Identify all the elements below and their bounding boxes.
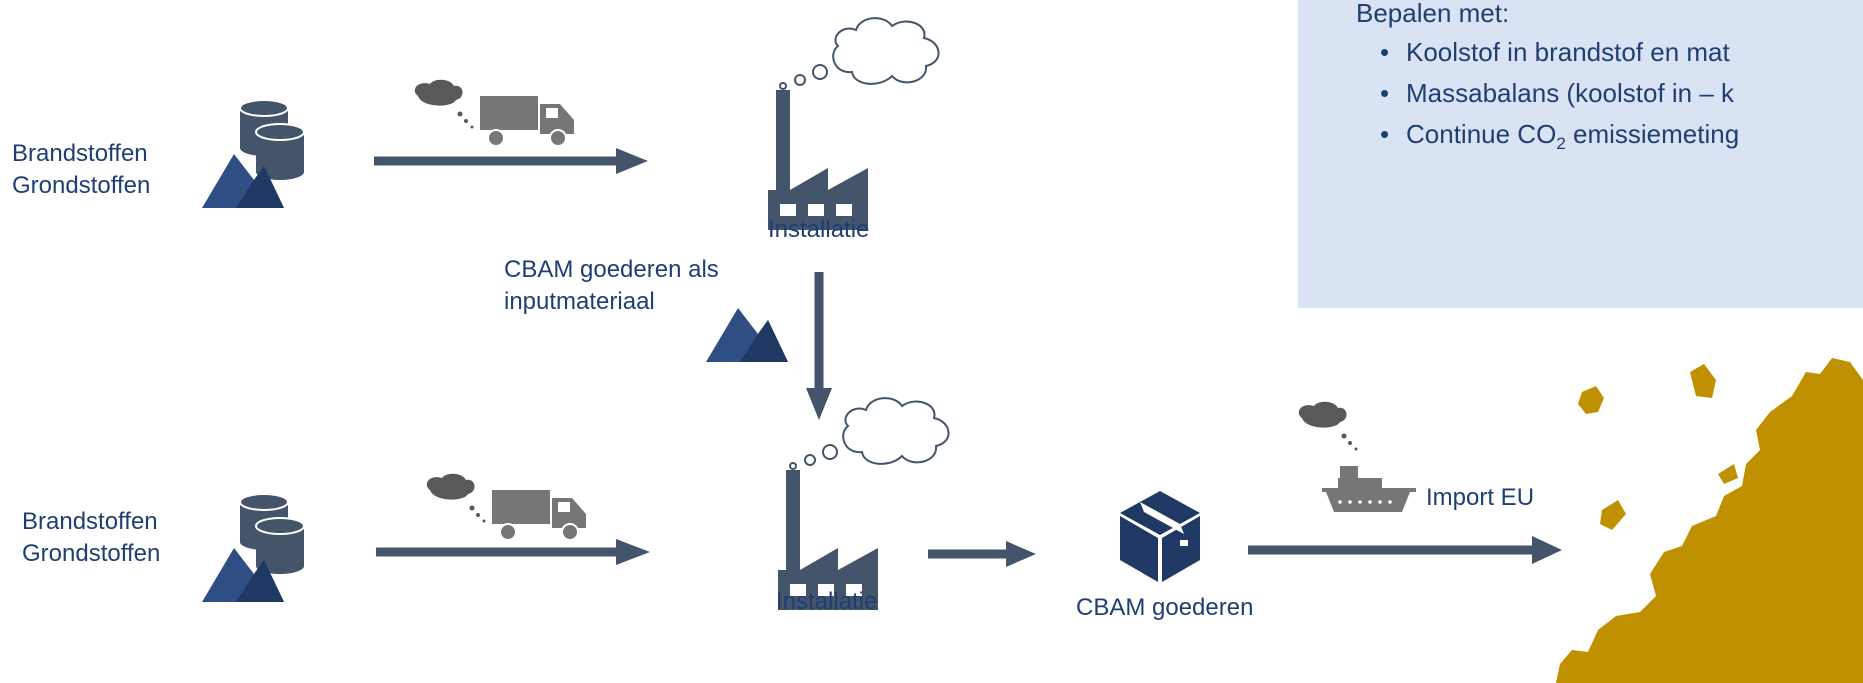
arrow-installation-to-goods <box>928 541 1036 567</box>
eu-map-icon <box>1556 358 1863 683</box>
cbam-goods-label: CBAM goederen <box>1076 594 1254 621</box>
info-bullet-3-text: Continue CO <box>1406 119 1557 149</box>
smoke-icon-truck-top <box>414 79 474 129</box>
truck-icon-top <box>479 95 575 147</box>
arrow-installation-to-installation <box>806 272 832 420</box>
intermediate-goods-label-line1: CBAM goederen als <box>504 256 719 283</box>
info-box: Bepalen met: Koolstof in brandstof en ma… <box>1298 0 1863 308</box>
installation-label-bottom: Installatie <box>776 588 878 615</box>
ship-icon <box>1322 466 1416 512</box>
intermediate-goods-label-line2: inputmateriaal <box>504 288 655 315</box>
factory-icon-bottom <box>777 397 950 611</box>
import-eu-label: Import EU <box>1426 484 1535 511</box>
info-bullet-2: Massabalans (koolstof in – k <box>1380 73 1739 114</box>
info-bullet-3-rest: emissiemeting <box>1565 119 1740 149</box>
intermediate-goods-label: CBAM goederen als inputmateriaal <box>504 254 719 318</box>
inputs-label-top: Brandstoffen Grondstoffen <box>12 138 150 202</box>
inputs-label-bottom: Brandstoffen Grondstoffen <box>22 506 160 570</box>
info-heading: Bepalen met: <box>1356 0 1510 28</box>
inputs-label-bottom-line1: Brandstoffen <box>22 508 158 535</box>
smoke-icon-truck-bottom <box>426 473 486 523</box>
arrow-inputs-to-installation-top <box>374 148 648 174</box>
truck-icon-bottom <box>491 489 587 541</box>
inputs-label-top-line2: Grondstoffen <box>12 172 151 199</box>
smoke-icon-ship <box>1298 401 1358 451</box>
drums-icon-bottom <box>240 494 304 574</box>
arrow-inputs-to-installation-bottom <box>376 539 650 565</box>
box-icon <box>1120 491 1200 582</box>
installation-label-top: Installatie <box>768 216 870 243</box>
inputs-label-top-line1: Brandstoffen <box>12 140 148 167</box>
info-list: Koolstof in brandstof en mat Massabalans… <box>1380 32 1739 164</box>
drums-icon-top <box>240 100 304 180</box>
arrow-goods-to-eu <box>1248 536 1562 564</box>
factory-icon-top <box>767 17 940 231</box>
info-bullet-1: Koolstof in brandstof en mat <box>1380 32 1739 73</box>
info-bullet-3-subscript: 2 <box>1556 134 1566 154</box>
inputs-label-bottom-line2: Grondstoffen <box>22 540 161 567</box>
info-bullet-3: Continue CO2 emissiemeting <box>1380 114 1739 164</box>
